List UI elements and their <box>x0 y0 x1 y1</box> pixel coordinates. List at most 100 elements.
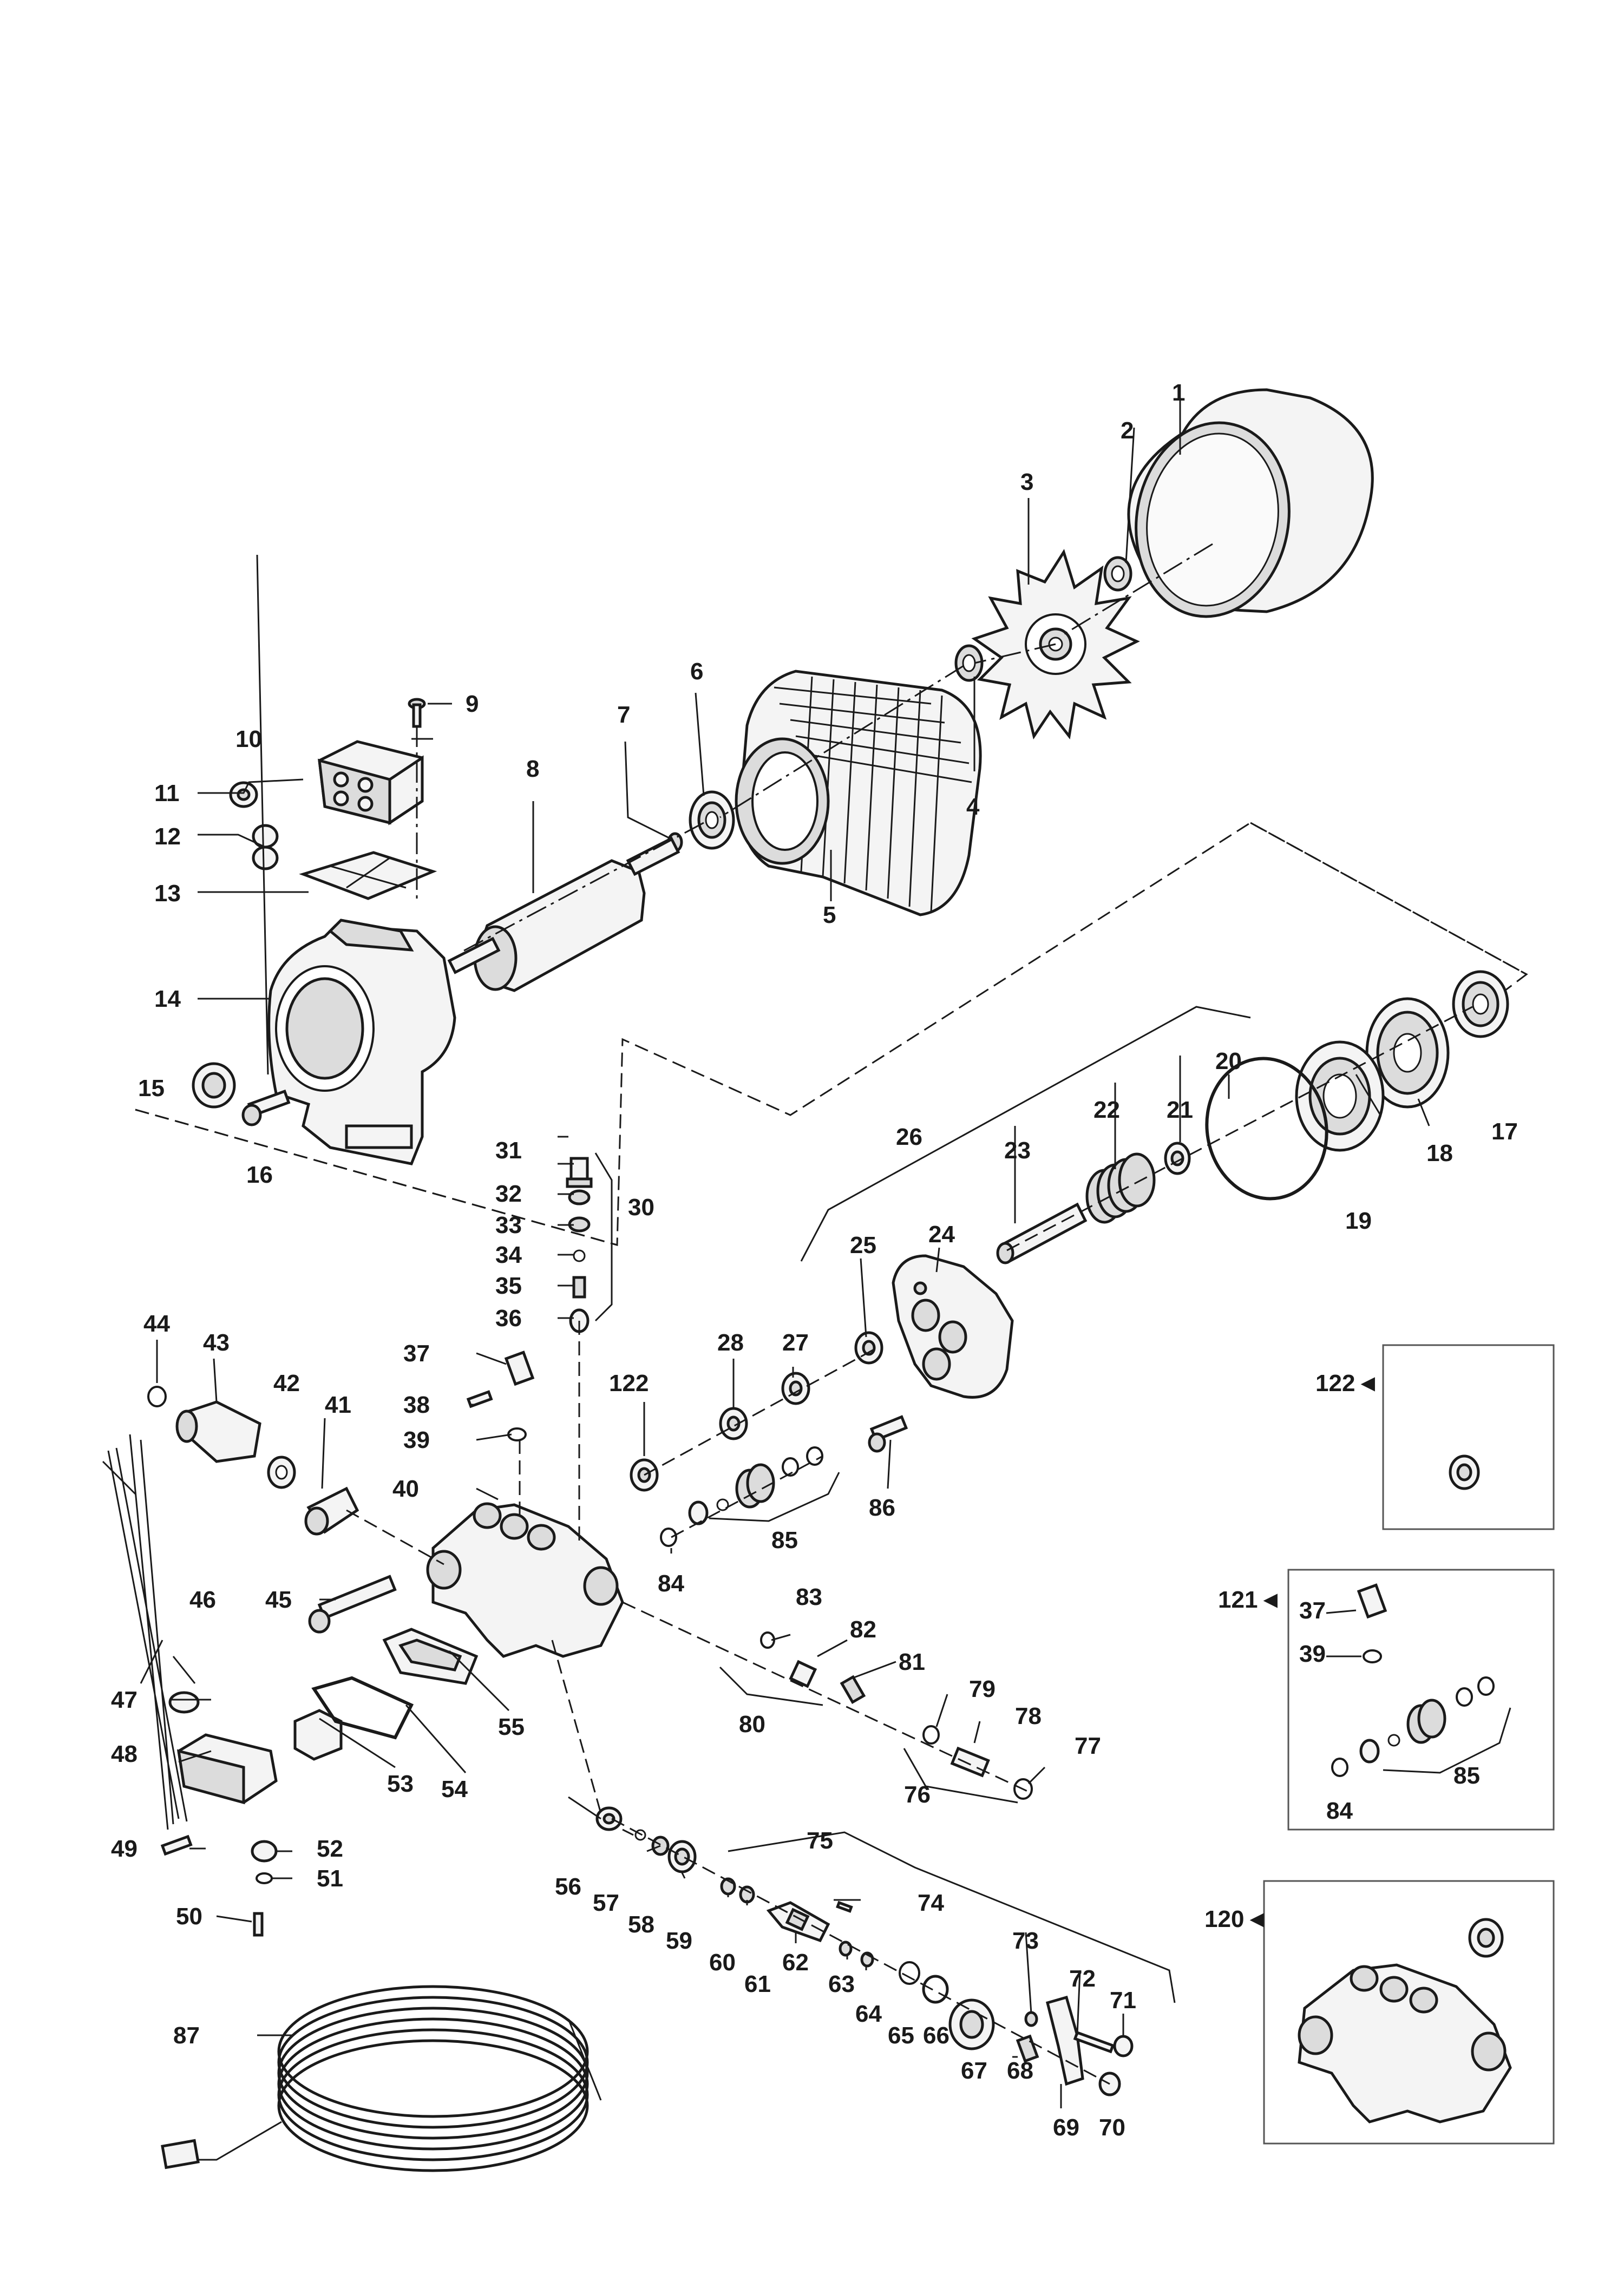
label-78: 78 <box>1015 1703 1042 1729</box>
part-43-connector <box>175 1400 261 1463</box>
label-77: 77 <box>1075 1733 1101 1759</box>
label-42: 42 <box>273 1370 300 1397</box>
part-55-cover-plate <box>382 1628 479 1685</box>
part-16-bolt <box>241 1089 291 1126</box>
label-5: 5 <box>823 902 836 928</box>
label-68: 68 <box>1007 2057 1033 2084</box>
label-70: 70 <box>1099 2114 1125 2141</box>
inset-122-marker: ◄ <box>1356 1370 1380 1397</box>
label-75: 75 <box>807 1827 833 1854</box>
part-32-washer <box>568 1189 591 1205</box>
label-17: 17 <box>1491 1118 1518 1145</box>
inset-122-title: 122 <box>1315 1370 1355 1397</box>
part-14-motor-housing <box>267 919 456 1165</box>
label-79: 79 <box>969 1676 996 1702</box>
label-57: 57 <box>593 1890 619 1916</box>
label-18: 18 <box>1426 1140 1453 1166</box>
part-24-pump-flange <box>892 1254 1014 1399</box>
label-54: 54 <box>441 1776 468 1803</box>
label-48: 48 <box>111 1741 137 1767</box>
label-28: 28 <box>717 1329 744 1356</box>
part-number-labels: 1 2 3 4 5 6 7 8 9 10 11 12 13 14 15 16 1… <box>111 379 1518 2141</box>
part-69-bracket <box>1045 1995 1084 2086</box>
part-37-plug <box>504 1351 535 1386</box>
label-86: 86 <box>869 1495 895 1521</box>
inset-121-marker: ◄ <box>1259 1587 1282 1613</box>
part-53-microswitch <box>293 1709 343 1761</box>
label-15: 15 <box>138 1075 165 1102</box>
inset-122: 122 ◄ <box>1315 1344 1555 1530</box>
label-21: 21 <box>1167 1097 1193 1123</box>
label-43: 43 <box>203 1329 230 1356</box>
label-35: 35 <box>495 1273 522 1299</box>
part-42-washer <box>267 1456 296 1489</box>
part-81-spring <box>840 1675 866 1705</box>
part-47-cap <box>168 1691 200 1714</box>
label-45: 45 <box>265 1587 292 1613</box>
label-67: 67 <box>961 2057 987 2084</box>
part-31-valve-cap <box>566 1157 593 1188</box>
part-67-valve-body <box>948 1998 995 2050</box>
part-87-power-cable <box>161 1985 602 2172</box>
label-44: 44 <box>143 1310 170 1337</box>
label-52: 52 <box>317 1836 343 1862</box>
part-54-gasket <box>311 1676 414 1740</box>
label-6: 6 <box>690 658 703 685</box>
part-51-o-ring <box>256 1872 273 1884</box>
label-84: 84 <box>658 1570 684 1597</box>
label-16: 16 <box>246 1162 273 1188</box>
label-13: 13 <box>154 880 181 907</box>
part-48-switch-box <box>176 1733 278 1805</box>
label-8: 8 <box>526 756 539 782</box>
label-14: 14 <box>154 986 181 1012</box>
part-11-grommet <box>229 781 258 808</box>
label-20: 20 <box>1215 1048 1242 1074</box>
label-36: 36 <box>495 1305 522 1332</box>
label-30: 30 <box>628 1194 654 1221</box>
part-50-pin <box>253 1912 264 1937</box>
label-50: 50 <box>176 1903 202 1930</box>
part-84-o-ring <box>660 1528 677 1547</box>
label-55: 55 <box>498 1714 525 1740</box>
inset-121-label-39: 39 <box>1299 1641 1326 1667</box>
label-51: 51 <box>317 1865 343 1892</box>
label-46: 46 <box>189 1587 216 1613</box>
part-17-bearing <box>1452 970 1509 1038</box>
part-9-screw <box>408 698 426 728</box>
label-25: 25 <box>850 1232 876 1259</box>
part-38-pin <box>466 1390 493 1408</box>
label-49: 49 <box>111 1836 137 1862</box>
part-8-rotor <box>447 836 680 992</box>
part-28-seal <box>719 1407 748 1440</box>
part-22-spring <box>1085 1152 1156 1224</box>
leader-lines <box>156 398 1430 2108</box>
inset-120-title: 120 <box>1204 1906 1244 1932</box>
part-23-piston <box>996 1202 1088 1264</box>
label-23: 23 <box>1004 1137 1031 1164</box>
label-1: 1 <box>1172 379 1185 406</box>
part-5-stator <box>735 670 982 916</box>
part-13-gasket <box>299 851 437 900</box>
part-74-pin <box>836 1900 853 1913</box>
part-1-motor-cover <box>1127 388 1374 618</box>
label-73: 73 <box>1012 1928 1039 1954</box>
label-9: 9 <box>466 691 479 717</box>
label-19: 19 <box>1345 1208 1372 1234</box>
label-34: 34 <box>495 1242 522 1268</box>
inset-121: 121 ◄ 37 39 84 85 <box>1218 1569 1555 1831</box>
part-44-o-ring <box>147 1386 167 1407</box>
label-58: 58 <box>628 1911 654 1938</box>
label-87: 87 <box>173 2022 200 2049</box>
part-6-bearing <box>689 790 735 850</box>
label-40: 40 <box>392 1476 419 1502</box>
part-62-valve-stem <box>766 1901 830 1943</box>
part-85-unloader-set <box>688 1446 823 1525</box>
label-64: 64 <box>855 2001 882 2027</box>
part-68-spring <box>1016 2034 1039 2063</box>
label-47: 47 <box>111 1687 137 1713</box>
part-45-bolt <box>308 1575 397 1634</box>
inset-120-marker: ◄ <box>1245 1906 1269 1932</box>
part-10-terminal-box <box>318 740 424 825</box>
assembly-lines <box>135 543 1528 2085</box>
label-65: 65 <box>888 2022 914 2049</box>
